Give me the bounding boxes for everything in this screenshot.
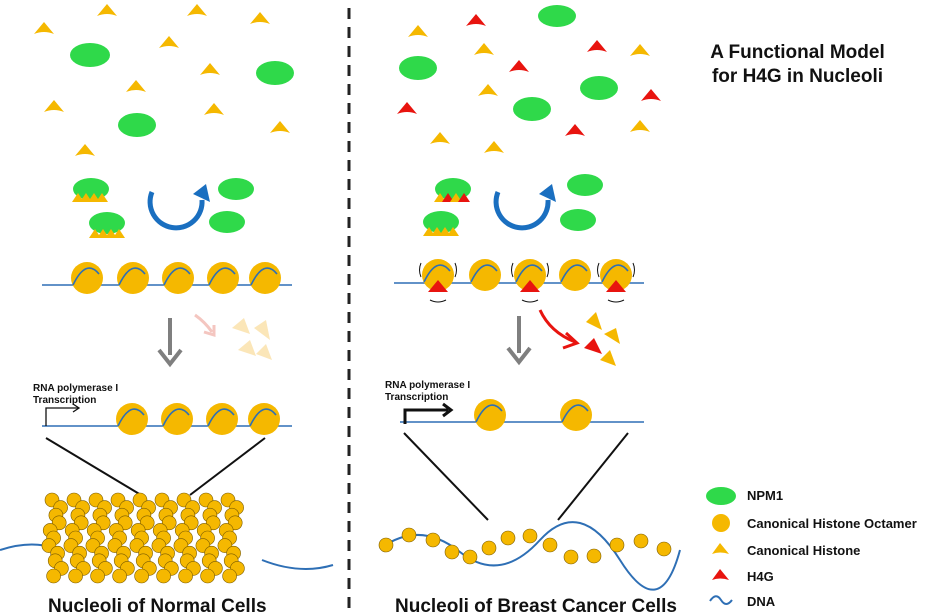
nucleosome — [249, 262, 281, 294]
nucleosome — [206, 403, 238, 435]
left-chaperone-cycle — [72, 178, 254, 238]
canonical-histone — [204, 103, 224, 115]
normal-panel-caption: Nucleoli of Normal Cells — [48, 596, 267, 616]
npm1-blob — [70, 43, 110, 67]
canonical-histone — [126, 80, 146, 92]
canonical-histone — [97, 4, 117, 16]
nucleosome — [116, 403, 148, 435]
coil-bead — [68, 568, 83, 584]
nucleosome — [469, 259, 501, 291]
nucleosome — [560, 399, 592, 431]
nucleosome — [248, 403, 280, 435]
dna-icon — [709, 595, 733, 605]
npm1-blob — [580, 76, 618, 100]
coil-bead — [112, 568, 127, 584]
recycle-arrow — [147, 191, 205, 231]
coil-bead — [134, 568, 149, 584]
right-free-proteins — [397, 5, 661, 153]
nucleosome — [71, 262, 103, 294]
nucleosome — [117, 262, 149, 294]
canonical-histone — [75, 144, 95, 156]
figure-title-line2: for H4G in Nucleoli — [711, 66, 884, 87]
npm1-blob — [513, 97, 551, 121]
coil-bead — [222, 568, 237, 584]
canonical-histone — [250, 12, 270, 24]
right-transcription-label: RNA polymerase I Transcription — [385, 380, 471, 403]
nucleosome-h4g — [597, 259, 635, 303]
nucleosome-h4g — [511, 259, 549, 303]
left-free-proteins — [34, 4, 294, 156]
canonical-histone — [34, 22, 54, 34]
left-chromatin-row — [42, 262, 292, 294]
npm1-blob — [538, 5, 576, 27]
figure-title: A Functional Model for H4G in Nucleoli — [690, 41, 905, 89]
npm1-blob — [399, 56, 437, 80]
right-chromatin-row — [394, 259, 644, 303]
legend-icons — [706, 487, 736, 605]
canonical-histone — [270, 121, 290, 133]
canonical-histone-icon — [712, 543, 729, 554]
left-transcription-row — [42, 403, 292, 496]
nucleosome-h4g — [419, 259, 457, 303]
nucleosome — [162, 262, 194, 294]
histone-octamer-icon — [712, 514, 730, 532]
coil-bead — [156, 568, 171, 584]
figure-title-line1: A Functional Model — [710, 42, 885, 63]
canonical-histone — [187, 4, 207, 16]
right-open-chromatin — [378, 521, 681, 591]
nucleosome — [161, 403, 193, 435]
npm1-icon — [706, 487, 736, 505]
cancer-panel-caption: Nucleoli of Breast Cancer Cells — [395, 596, 677, 616]
npm1-blob — [256, 61, 294, 85]
h4g-icon — [712, 569, 729, 580]
coil-bead — [200, 568, 215, 584]
right-transcription-row — [400, 399, 644, 521]
left-transition-arrows — [157, 313, 272, 368]
right-chaperone-cycle — [423, 174, 603, 236]
nucleosome — [559, 259, 591, 291]
legend-label-npm1: NPM1 — [747, 488, 784, 503]
right-transition-arrows — [506, 309, 620, 366]
nucleosome — [207, 262, 239, 294]
coil-bead — [46, 568, 61, 584]
coil-bead — [90, 568, 105, 584]
legend-label-octamer: Canonical Histone Octamer — [747, 516, 917, 531]
npm1-blob — [118, 113, 156, 137]
legend-label-h4g: H4G — [747, 569, 774, 584]
legend-label-dna: DNA — [747, 594, 776, 609]
legend-label-histone: Canonical Histone — [747, 543, 861, 558]
left-condensed-chromatin — [0, 492, 334, 584]
canonical-histone — [200, 63, 220, 75]
left-transcription-label: RNA polymerase I Transcription — [33, 383, 119, 406]
canonical-histone — [159, 36, 179, 48]
canonical-histone — [44, 100, 64, 112]
coil-bead — [178, 568, 193, 584]
nucleosome — [474, 399, 506, 431]
